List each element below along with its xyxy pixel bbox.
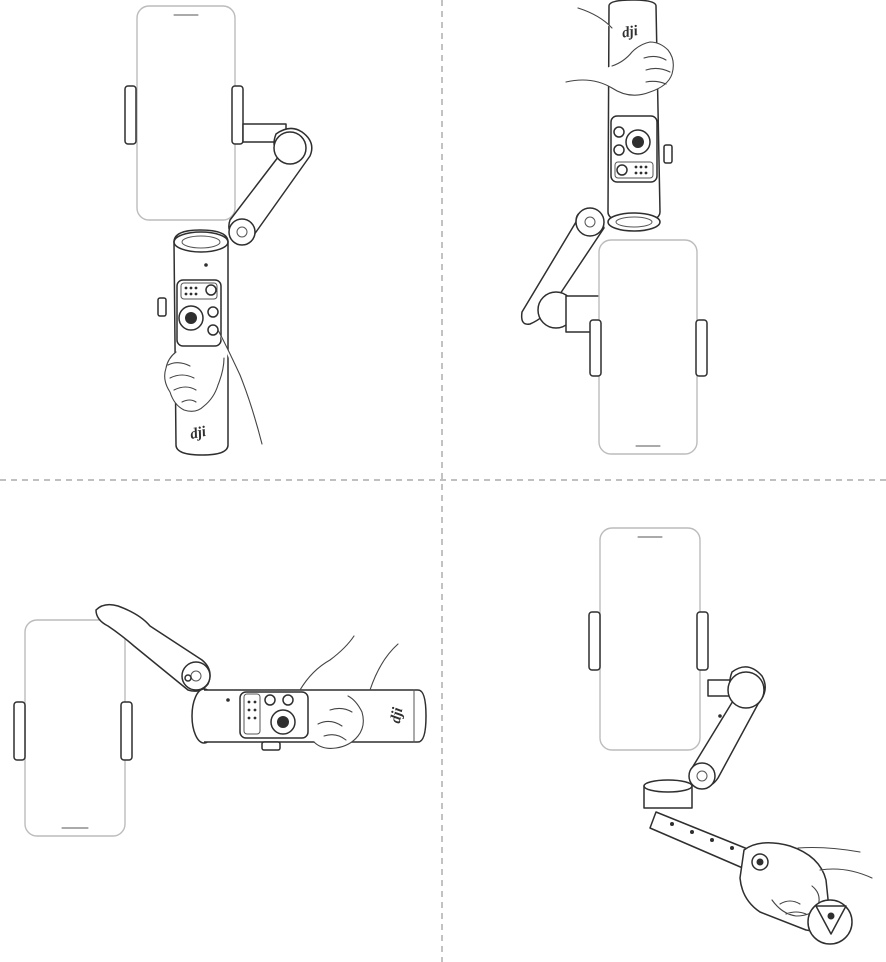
hand [164, 329, 263, 445]
phone-clamp-right [231, 85, 244, 145]
panel-bottom-left: dji [13, 603, 427, 837]
phone-clamp-left [13, 701, 26, 761]
phone [24, 619, 126, 837]
phone [598, 239, 698, 455]
dji-logo-icon: dji [189, 424, 209, 443]
phone [136, 5, 236, 221]
panel-bottom-right [588, 527, 873, 945]
phone-clamp-left [124, 85, 137, 145]
panel-top-right: dji [520, 0, 708, 455]
dji-logo-icon: dji [388, 705, 407, 724]
hand [299, 635, 399, 749]
dji-logo-icon: dji [621, 23, 640, 42]
hand [565, 7, 674, 96]
phone-clamp-right [120, 701, 133, 761]
phone-clamp-left [588, 611, 601, 671]
phone-clamp-left [589, 319, 602, 377]
phone-clamp-right [696, 611, 709, 671]
panel-top-left: dji [124, 5, 313, 456]
phone-clamp-right [695, 319, 708, 377]
phone [599, 527, 701, 751]
